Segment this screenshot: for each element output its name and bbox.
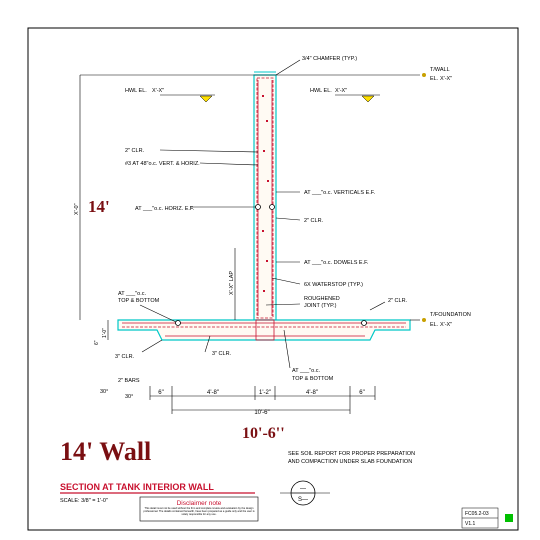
disclaimer-box: [139, 496, 259, 522]
wall-rebar-cage: [256, 77, 274, 319]
leader-lines: [80, 59, 420, 369]
angle-label-b: 30°: [125, 394, 133, 400]
wall-height-dim: X'-0": [74, 203, 80, 215]
hwl-right-symbol: [361, 95, 375, 103]
slab-section: [117, 319, 411, 341]
verticals-label: AT ___"o.c. VERTICALS E.F.: [304, 190, 376, 196]
dim-2: 4'-8": [207, 390, 219, 396]
horiz-label: AT ___"o.c. HORIZ. E.F.: [135, 206, 195, 212]
bars-2-label: 2" BARS: [118, 378, 140, 384]
height-callout: 14': [88, 197, 110, 216]
dim-overall: 10'-6": [254, 410, 269, 416]
width-callout: 10'-6'': [242, 425, 285, 442]
top-of-foundation-label: T/FOUNDATION: [430, 312, 471, 318]
temp-bars-label: #3 AT 48"o.c. VERT. & HORIZ.: [125, 161, 200, 167]
dowels-label: AT ___"o.c. DOWELS E.F.: [304, 260, 369, 266]
dim-4: 4'-8": [306, 390, 318, 396]
soil-note-line1: SEE SOIL REPORT FOR PROPER PREPARATION: [288, 451, 415, 457]
wall-title-callout: 14' Wall: [60, 437, 151, 466]
dim-5: 6": [359, 390, 364, 396]
roughened-label: ROUGHENED: [304, 296, 340, 302]
hwl-left-label: HWL EL.: [125, 88, 147, 94]
dimension-values: 6" 4'-8" 1'-2" 4'-8" 6" 10'-6": [158, 390, 364, 416]
dimension-lines: [79, 75, 376, 414]
hwl-left-symbol: [199, 95, 213, 103]
title-block: SECTION AT TANK INTERIOR WALL SCALE: 3/8…: [60, 480, 513, 529]
section-mark-top: —: [300, 486, 306, 492]
sheet-id: FC05.2-03: [465, 511, 489, 517]
angle-label: 30°: [100, 389, 108, 395]
section-mark-bottom: S—: [298, 497, 308, 503]
sheet-version: V1.1: [465, 521, 476, 527]
clr-2-slab-label: 2" CLR.: [388, 298, 408, 304]
section-title: SECTION AT TANK INTERIOR WALL: [60, 482, 214, 492]
sheet-border: [27, 27, 519, 531]
scale-label: SCALE: 3/8" = 1'-0": [60, 498, 108, 504]
top-of-wall-label: T/WALL: [430, 67, 450, 73]
wall-footing-zone: [255, 319, 275, 341]
horiz-bar-dot-left: [255, 204, 261, 210]
chamfer-label: 3/4" CHAMFER (TYP.): [302, 56, 357, 62]
slab-bar-dot-right: [361, 320, 367, 326]
wall-el-label: EL.: [430, 76, 439, 82]
wall-section: [253, 71, 277, 321]
waterstop-label: 6X WATERSTOP (TYP.): [304, 282, 363, 288]
wall-el-value: X'-X": [440, 76, 452, 82]
slab-thk-dim2: 6": [94, 340, 100, 345]
horiz-bar-dot-right: [269, 204, 275, 210]
disclaimer-body: This detail must not be used without the…: [143, 507, 255, 516]
foundation-el-value: X'-X": [440, 322, 452, 328]
status-indicator: [505, 514, 513, 522]
clr-2-right-label: 2" CLR.: [304, 218, 324, 224]
soil-note-line2: AND COMPACTION UNDER SLAB FOUNDATION: [288, 459, 412, 465]
foundation-el-label: EL.: [430, 322, 439, 328]
at-top-bottom-left: AT ___"o.c.: [118, 291, 147, 297]
slab-bar-dot-left: [175, 320, 181, 326]
dim-3: 1'-2": [259, 390, 271, 396]
disclaimer-title: Disclaimer note: [177, 500, 222, 507]
top-foundation-marker: [422, 318, 426, 322]
wall-aggregate: [262, 95, 269, 292]
clr-3-mid-label: 3" CLR.: [212, 351, 232, 357]
clr-2-left-label: 2" CLR.: [125, 148, 145, 154]
top-bottom-left-label: TOP & BOTTOM: [118, 298, 160, 304]
slab-thk-dim: 1'-0": [102, 328, 108, 338]
hwl-right-value: X'-X": [335, 88, 347, 94]
at-top-bottom-right: AT ___"o.c.: [292, 368, 321, 374]
slab-concrete: [117, 319, 411, 341]
dim-1: 6": [158, 390, 163, 396]
hwl-left-value: X'-X": [152, 88, 164, 94]
annotations: 3/4" CHAMFER (TYP.) T/WALL EL. X'-X" HWL…: [100, 56, 471, 400]
lap-dim: X'-X" LAP: [229, 271, 235, 295]
clr-3-left-label: 3" CLR.: [115, 354, 135, 360]
top-bottom-right-label: TOP & BOTTOM: [292, 376, 334, 382]
hwl-right-label: HWL EL.: [310, 88, 332, 94]
joint-label: JOINT (TYP.): [304, 303, 337, 309]
top-wall-marker: [422, 73, 426, 77]
